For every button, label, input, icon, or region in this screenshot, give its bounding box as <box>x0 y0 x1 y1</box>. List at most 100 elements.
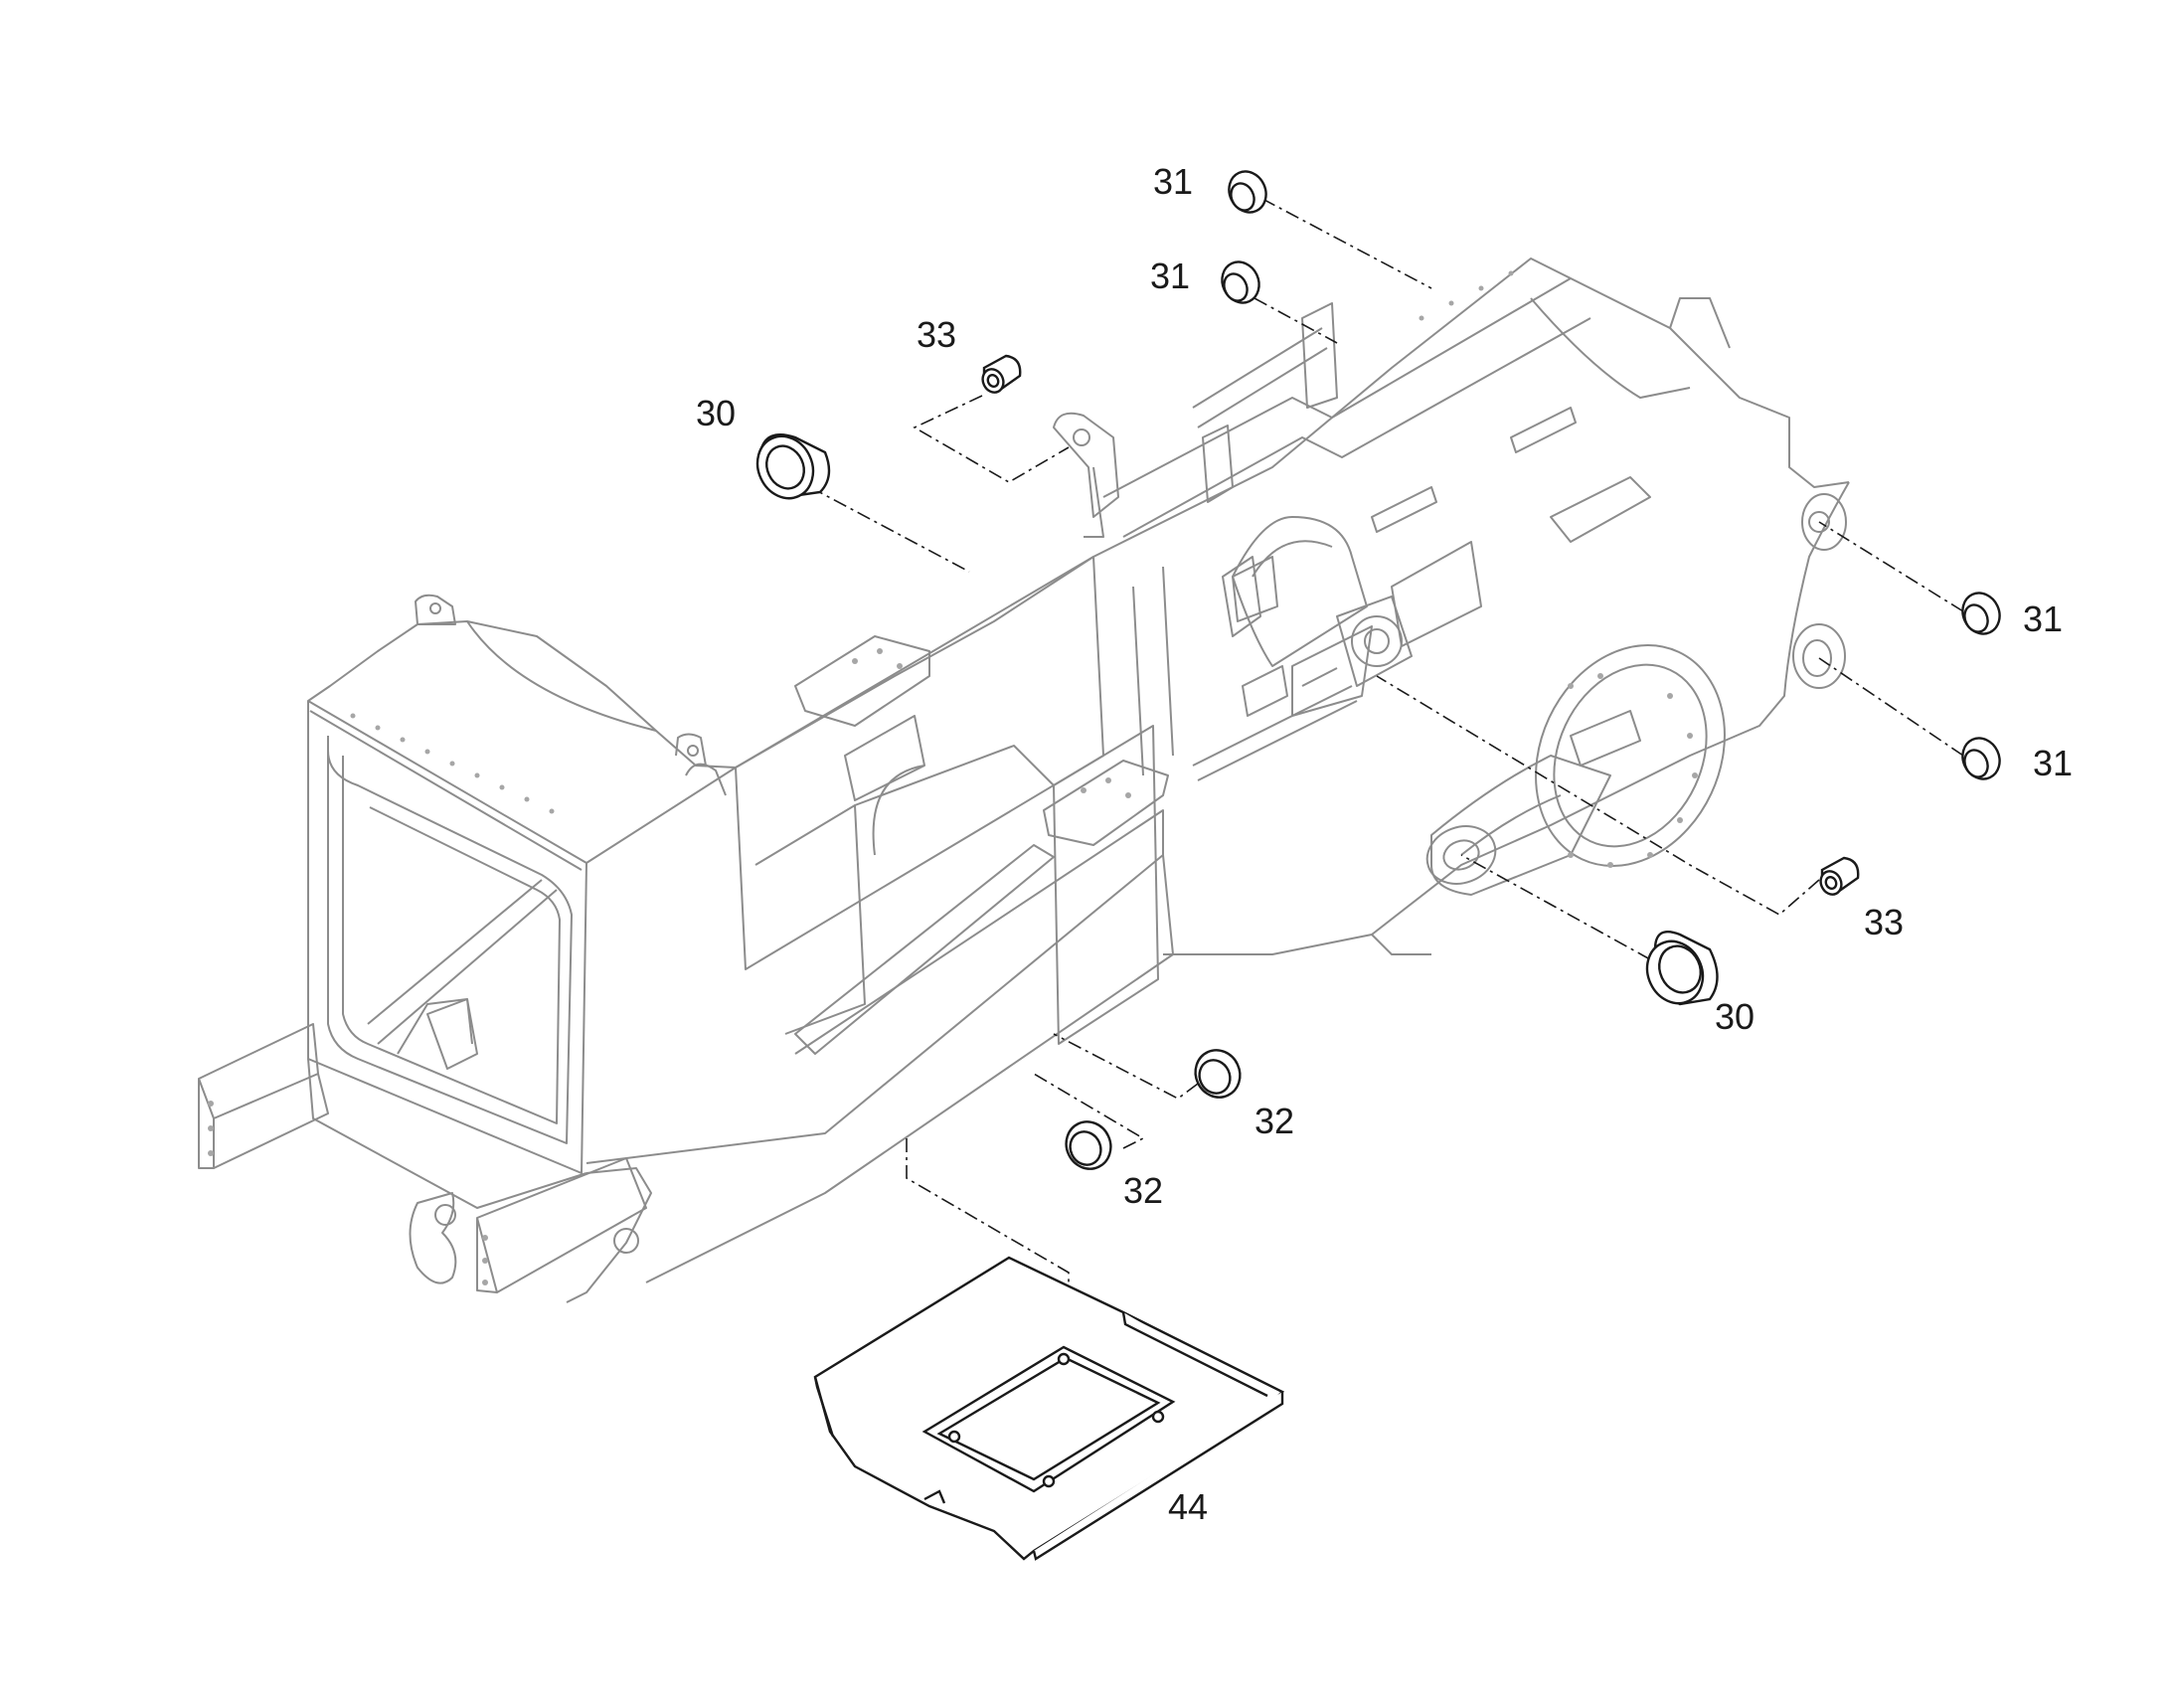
rear-arc <box>466 620 657 732</box>
centre-skirt <box>585 854 1174 1283</box>
centre-inner-channel <box>854 745 1055 806</box>
bolt-hole <box>1568 683 1574 689</box>
frame-rail-lower <box>1192 685 1358 781</box>
rear-hook <box>409 1192 457 1284</box>
bushing-inner <box>1230 182 1255 212</box>
leader-31b <box>1254 297 1338 344</box>
front-boss-upper <box>1801 493 1847 551</box>
front-boss-lower <box>1792 623 1846 689</box>
bolt-hole <box>482 1258 488 1264</box>
guard-notch <box>923 1489 946 1504</box>
bushing-31-second <box>1221 260 1260 304</box>
bolt-hole <box>1508 270 1514 276</box>
bushing-inner <box>1963 603 1989 633</box>
upper-lug-hole <box>1073 428 1090 446</box>
callout-31-right-lower: 31 <box>2033 743 2073 783</box>
guard-step <box>1121 1311 1268 1398</box>
front-window-edge <box>1530 297 1691 399</box>
bolt-hole <box>549 808 555 814</box>
callout-33-right: 33 <box>1864 902 1904 942</box>
callout-33-top: 33 <box>917 314 956 355</box>
bolt-hole <box>208 1101 214 1107</box>
bottom-guard-plate-44 <box>813 1256 1285 1561</box>
upper-lug-bracket <box>1084 466 1104 538</box>
ring-bore <box>765 444 805 490</box>
access-bolt <box>1057 1352 1071 1366</box>
rear-bumper-side <box>198 1079 215 1169</box>
ring-bore <box>1658 944 1702 994</box>
leader-30b <box>1460 854 1651 960</box>
pivot-curve <box>1252 540 1333 578</box>
bolt-hole <box>400 737 406 743</box>
bolt-hole <box>1597 673 1603 679</box>
bolt-hole <box>208 1150 214 1156</box>
bolt-hole <box>1647 852 1653 858</box>
rear-support <box>426 998 478 1070</box>
rear-ear-right <box>675 733 707 767</box>
front-frame-end <box>1669 297 1731 349</box>
ring-inner <box>1069 1130 1102 1166</box>
centre-ear <box>685 763 727 796</box>
rear-hook-eye <box>434 1204 456 1226</box>
slew-eye-outer <box>1425 825 1497 885</box>
rear-box-front-face <box>307 700 587 871</box>
bolt-hole <box>375 725 381 731</box>
rear-bumper-bottom <box>213 1073 329 1169</box>
rear-window-inner <box>342 756 561 1124</box>
rear-ear-hole <box>429 602 441 614</box>
rear-block <box>476 1157 647 1293</box>
pivot-slot <box>1222 556 1261 637</box>
access-bolt <box>947 1430 961 1444</box>
bolt-hole <box>1478 285 1484 291</box>
rear-window <box>327 736 573 1144</box>
frame-pad <box>1232 556 1278 622</box>
pin-sleeve-33-top <box>981 354 1022 394</box>
slew-ring-outer <box>1535 644 1726 867</box>
access-bolt <box>1042 1474 1056 1488</box>
callout-31-right-upper: 31 <box>2023 598 2063 639</box>
callout-31-top: 31 <box>1153 161 1193 202</box>
bolt-hole <box>1105 777 1111 783</box>
bolt-hole <box>482 1280 488 1285</box>
bolt-hole <box>1125 792 1131 798</box>
bearing-ring-30-top <box>755 432 831 500</box>
slew-ring-inner <box>1553 663 1708 848</box>
guard-fold <box>1032 1392 1284 1561</box>
rear-ramp <box>566 1167 652 1303</box>
rear-block-side <box>476 1218 498 1293</box>
pivot-bracket <box>1336 596 1413 687</box>
callout-30-top: 30 <box>696 393 736 433</box>
rear-slot <box>613 1228 639 1254</box>
sleeve-bore <box>986 373 1000 389</box>
bolt-hole <box>208 1125 214 1131</box>
front-crossmember <box>1550 476 1651 543</box>
front-plate-bottom <box>1371 934 1431 955</box>
bolt-hole <box>449 761 455 767</box>
pivot-boss-bore <box>1364 628 1390 654</box>
rear-ear-left <box>415 594 456 625</box>
upper-brace <box>1192 327 1328 428</box>
parts <box>755 170 2001 1561</box>
bolt-hole <box>852 658 858 664</box>
bolt-hole <box>1419 315 1424 321</box>
front-frame-inner-rail <box>1102 277 1572 498</box>
callout-32-upper: 32 <box>1254 1101 1294 1141</box>
leader-33a <box>913 395 1070 483</box>
bolt-hole <box>524 796 530 802</box>
rear-bumper <box>198 1023 319 1119</box>
callout-31-second: 31 <box>1150 256 1190 296</box>
front-upper-slot <box>1371 486 1437 533</box>
rear-lower-beam <box>307 1058 587 1209</box>
bolt-hole <box>482 1235 488 1241</box>
leader-30a <box>809 486 970 573</box>
callout-30-right: 30 <box>1715 996 1755 1037</box>
bolt-hole <box>1081 787 1086 793</box>
centre-top-rail <box>735 556 1094 769</box>
centre-left-wall <box>735 556 1104 970</box>
ring-32-upper <box>1194 1049 1242 1099</box>
bolt-hole <box>1667 693 1673 699</box>
bushing-31-top <box>1228 170 1267 214</box>
ring-32-lower <box>1065 1120 1112 1170</box>
